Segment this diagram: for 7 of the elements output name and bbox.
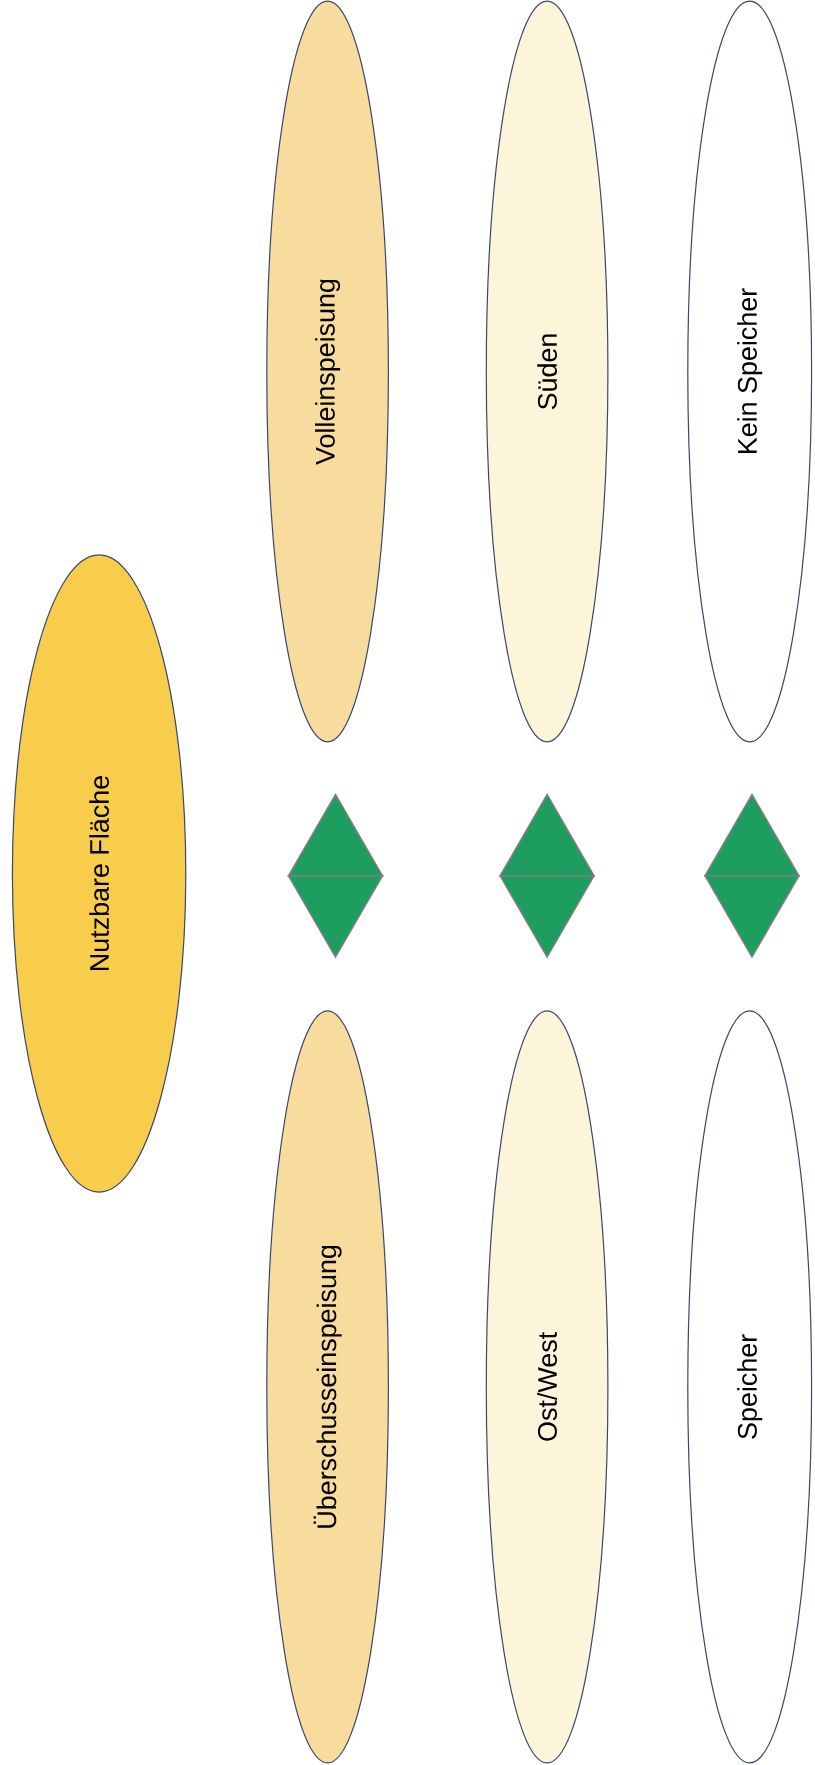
ellipse-node: Kein Speicher xyxy=(687,0,813,743)
ellipse-node: Speicher xyxy=(687,1010,813,1764)
ellipse-node: Süden xyxy=(485,0,609,743)
ellipse-node: Nutzbare Fläche xyxy=(11,554,187,1193)
ellipse-node: Ost/West xyxy=(485,1010,609,1764)
ellipse-node: Überschusseinspeisung xyxy=(266,1010,389,1764)
ellipse-node: Volleinspeisung xyxy=(266,0,389,743)
